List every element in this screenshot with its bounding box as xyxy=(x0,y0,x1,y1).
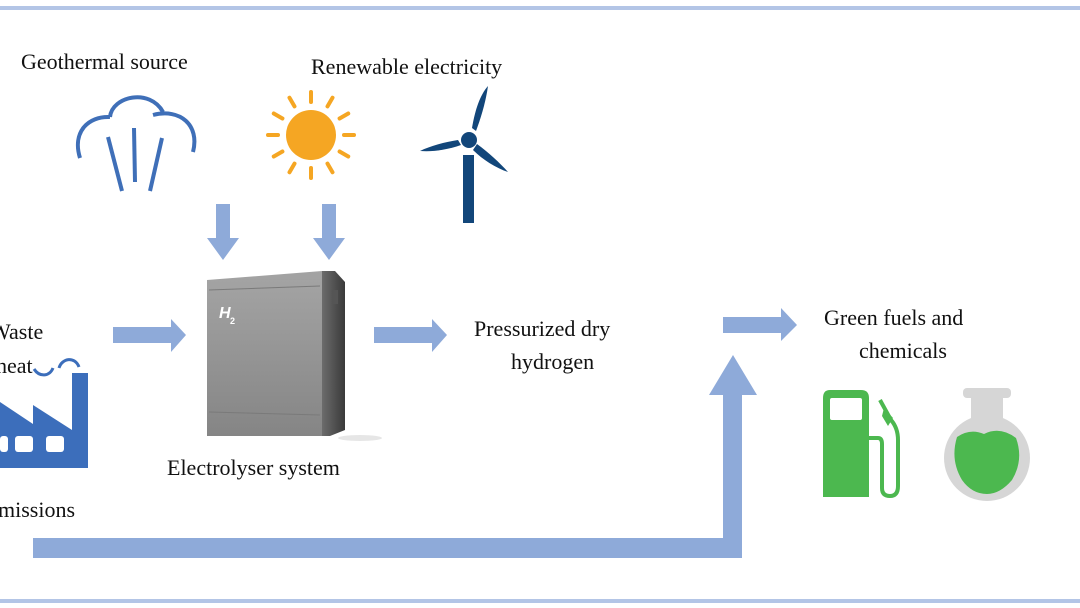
sun-ray xyxy=(287,95,297,109)
bottom-border xyxy=(0,599,1080,603)
waste-heat-label-line1: Waste xyxy=(0,319,44,344)
arrow-renewable-to-electrolyser xyxy=(313,204,345,260)
waste-heat-label-line2: heat xyxy=(0,353,33,378)
sun-ray xyxy=(325,95,335,109)
pressurized-hydrogen-label-line1: Pressurized dry xyxy=(474,316,611,341)
sun-ray xyxy=(337,111,351,121)
sun-ray xyxy=(271,149,285,159)
geothermal-source-label: Geothermal source xyxy=(21,49,188,74)
arrow-waste-heat-to-electrolyser xyxy=(113,319,186,352)
emissions-label: missions xyxy=(0,497,76,522)
renewable-electricity-label: Renewable electricity xyxy=(311,54,503,79)
top-border xyxy=(0,6,1080,10)
device-badge-subscript: 2 xyxy=(230,316,235,326)
sun-ray xyxy=(271,111,285,121)
sun-ray xyxy=(325,161,335,175)
pressurized-hydrogen-label-line2: hydrogen xyxy=(511,349,595,374)
arrow-hydrogen-to-green-fuels xyxy=(723,308,797,341)
green-fuels-label-line2: chemicals xyxy=(859,338,947,363)
sun-ray xyxy=(287,161,297,175)
green-fuels-label-line1: Green fuels and xyxy=(824,305,964,330)
arrow-electrolyser-to-hydrogen xyxy=(374,319,447,352)
device-badge-h: H xyxy=(219,305,231,322)
arrow-geothermal-to-electrolyser xyxy=(207,204,239,260)
electrolyser-system-label: Electrolyser system xyxy=(167,455,340,480)
sun-ray xyxy=(337,149,351,159)
